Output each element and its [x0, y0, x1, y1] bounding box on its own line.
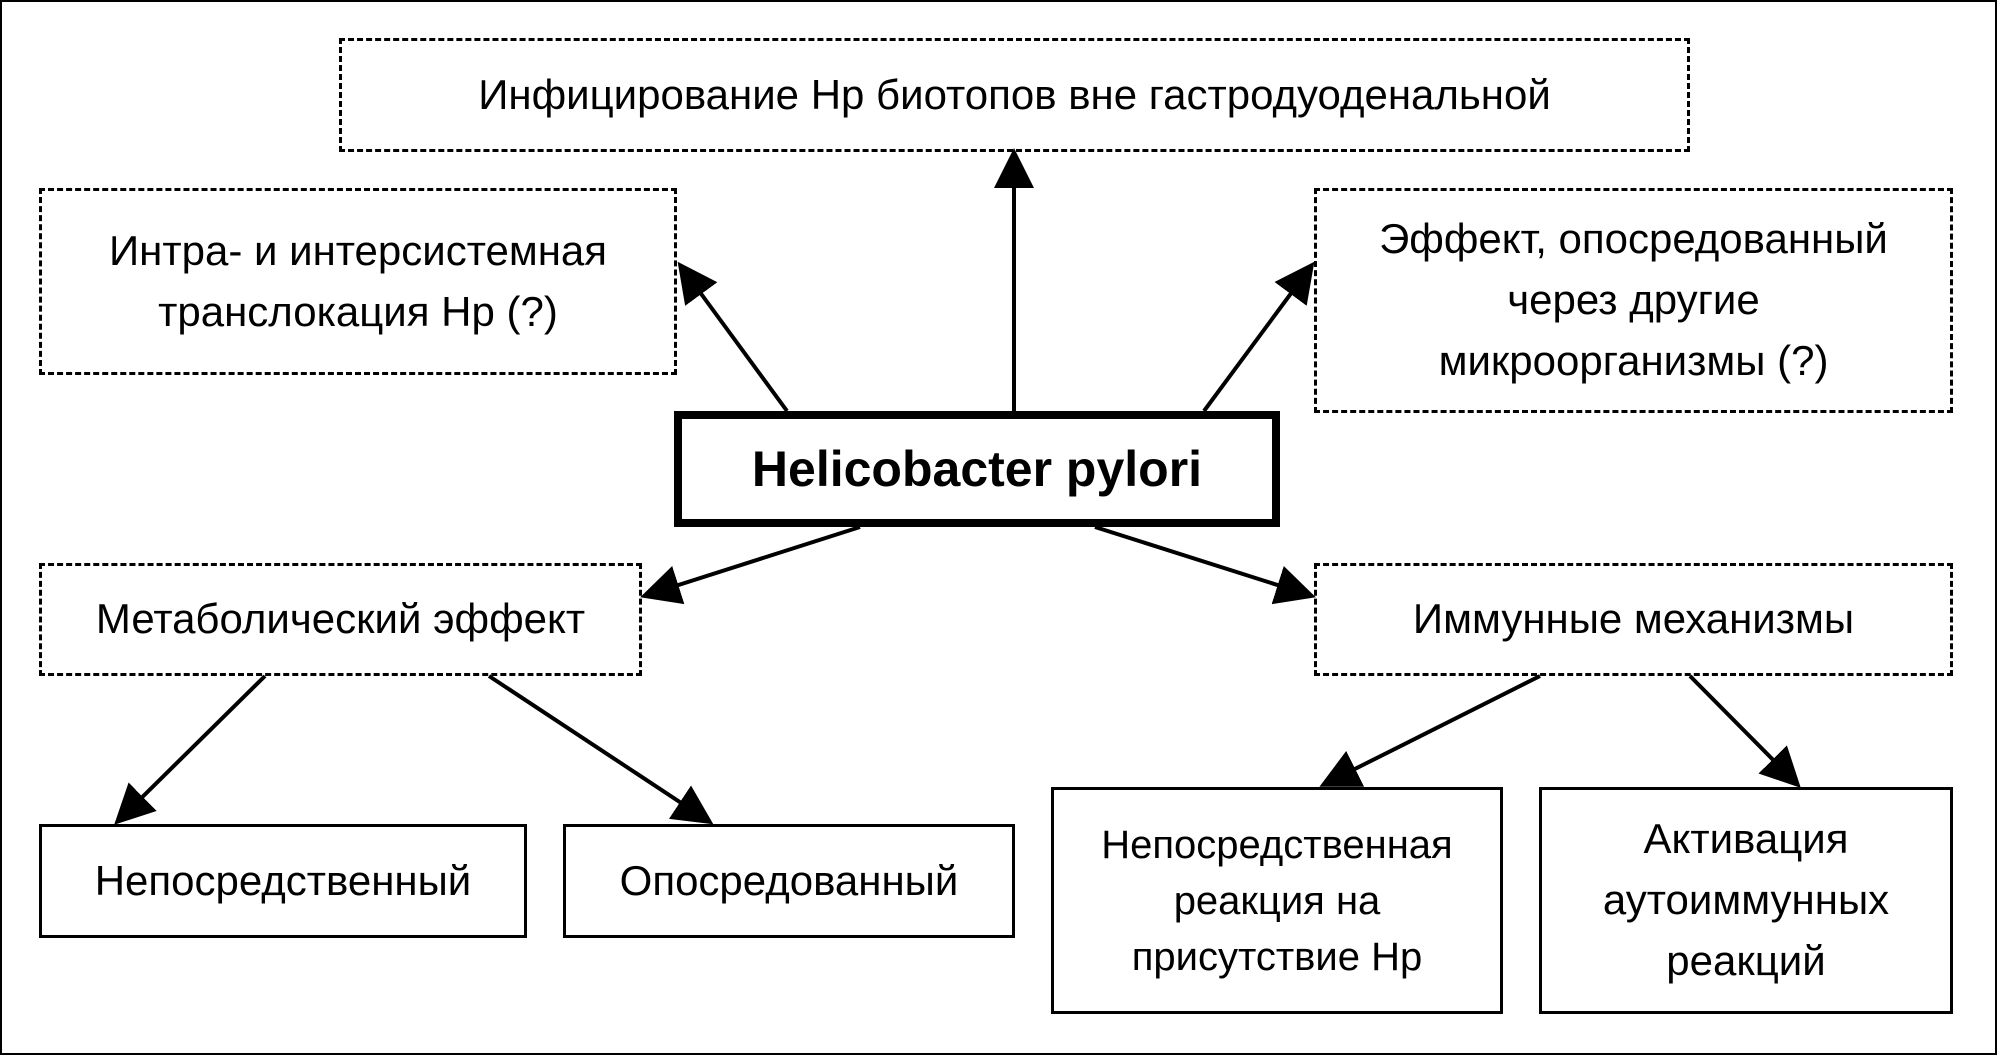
- node-mediated-label: Опосредованный: [619, 856, 959, 904]
- node-direct-reaction: Непосредственная реакция на присутствие …: [1051, 787, 1503, 1014]
- node-helicobacter-pylori-label: Helicobacter pylori: [751, 440, 1203, 497]
- node-direct: Непосредственный: [39, 824, 527, 938]
- node-extra-gastroduodenal-infection-label: Инфицирование Нр биотопов вне гастродуод…: [478, 70, 1551, 118]
- node-other-microorganisms-label: Эффект, опосредованный через другие микр…: [1379, 215, 1888, 384]
- node-extra-gastroduodenal-infection: Инфицирование Нр биотопов вне гастродуод…: [339, 38, 1690, 152]
- node-autoimmune-activation-label: Активация аутоиммунных реакций: [1602, 815, 1890, 984]
- node-metabolic-effect-label: Метаболический эффект: [95, 595, 586, 643]
- node-other-microorganisms: Эффект, опосредованный через другие микр…: [1314, 188, 1953, 413]
- arrow-center-to-metabolic: [640, 525, 861, 605]
- node-metabolic-effect: Метаболический эффект: [39, 563, 642, 676]
- node-helicobacter-pylori: Helicobacter pylori: [674, 411, 1280, 527]
- node-direct-reaction-label: Непосредственная реакция на присутствие …: [1101, 822, 1453, 979]
- node-translocation: Интра- и интерсистемная транслокация Нр …: [39, 188, 677, 375]
- node-immune-mechanisms: Иммунные механизмы: [1314, 563, 1953, 676]
- node-immune-mechanisms-label: Иммунные механизмы: [1412, 595, 1855, 643]
- arrow-metabolic-to-direct: [114, 674, 267, 825]
- arrow-immune-to-autoimmune: [1688, 674, 1801, 788]
- arrow-metabolic-to-mediated: [487, 674, 714, 825]
- node-direct-label: Непосредственный: [94, 856, 472, 904]
- arrow-immune-to-direct-reaction: [1319, 674, 1541, 787]
- node-mediated: Опосредованный: [563, 824, 1015, 938]
- arrow-center-to-upper-left: [677, 261, 789, 413]
- arrow-center-to-upper-right: [1202, 261, 1315, 413]
- node-autoimmune-activation: Активация аутоиммунных реакций: [1539, 787, 1953, 1014]
- node-translocation-label: Интра- и интерсистемная транслокация Нр …: [108, 226, 607, 335]
- arrow-center-to-immune: [1094, 525, 1316, 605]
